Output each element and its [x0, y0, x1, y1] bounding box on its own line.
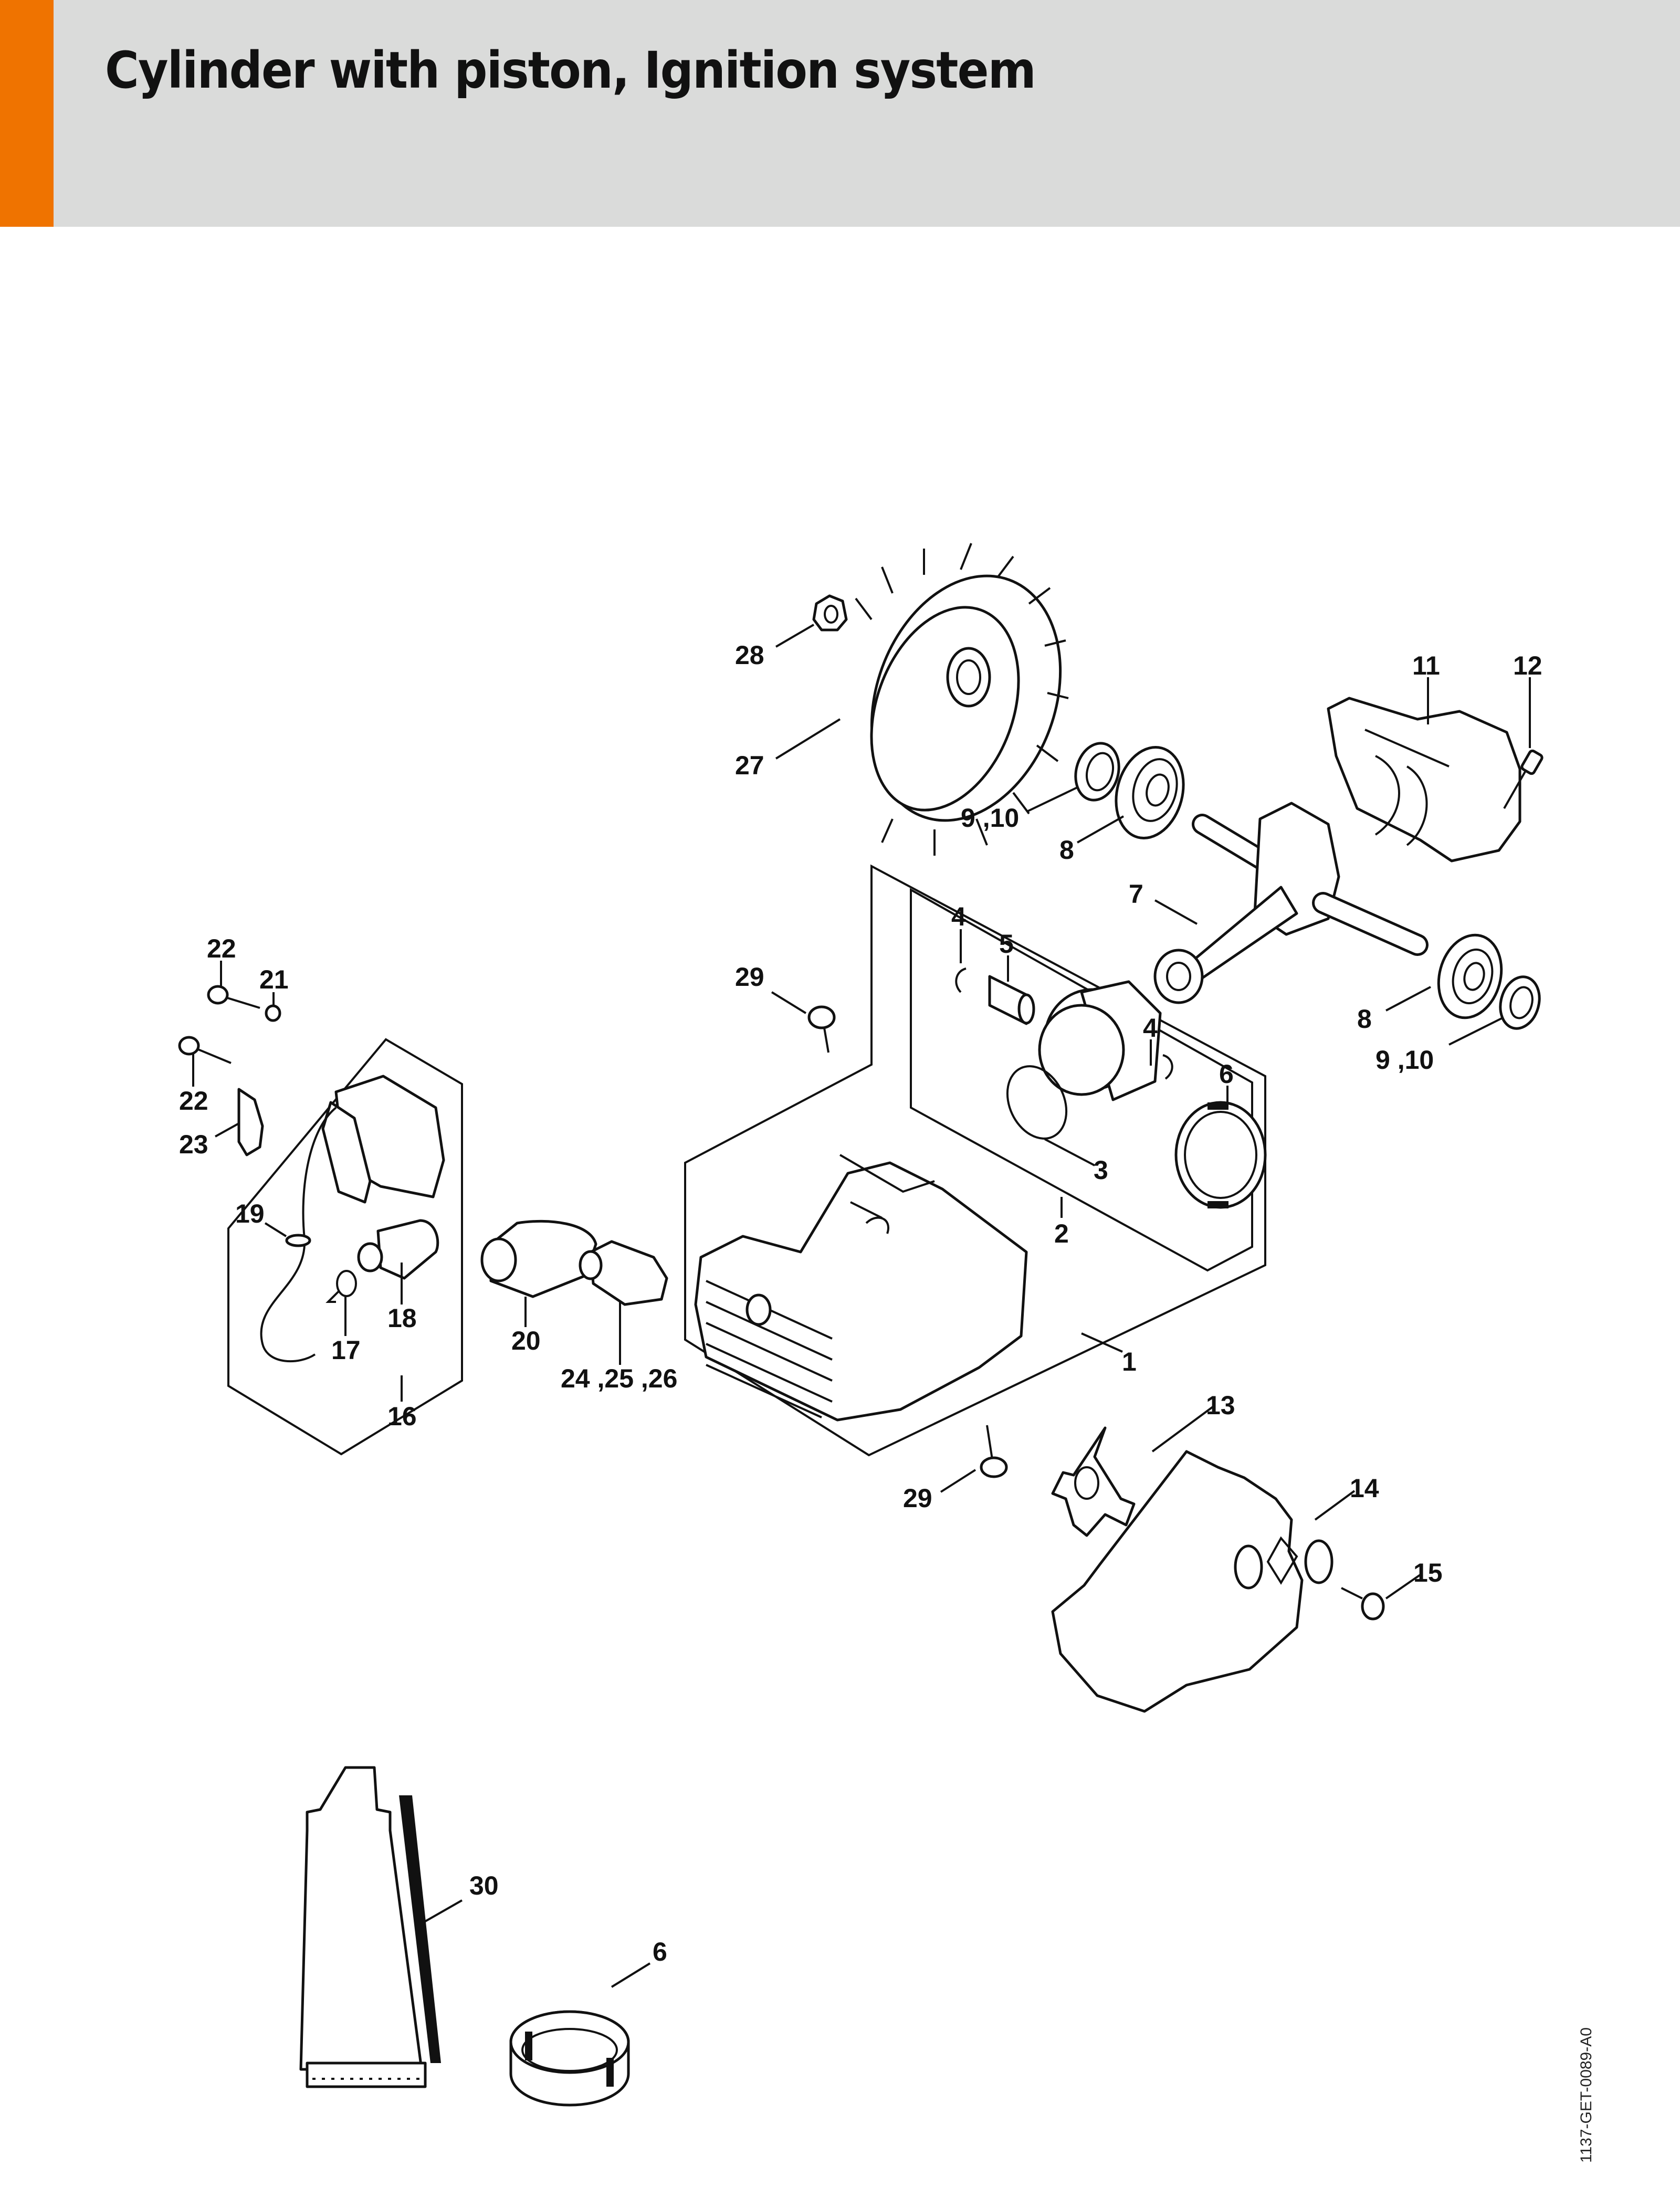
page-title: Cylinder with piston, Ignition system [105, 41, 1036, 100]
assembly-sleeve-part-bottom[interactable] [509, 2010, 630, 2107]
piston-part[interactable] [1038, 980, 1162, 1101]
spark-plug-part[interactable] [579, 1240, 668, 1306]
grease-tube-part[interactable] [299, 1766, 441, 2088]
washer-part-21[interactable] [265, 1004, 281, 1022]
accent-bar [0, 0, 54, 227]
grommet-part-19[interactable] [285, 1234, 311, 1247]
callout-14[interactable]: 14 [1350, 1474, 1379, 1503]
gasket-part[interactable] [1051, 1426, 1136, 1537]
callout-22-top[interactable]: 22 [207, 934, 236, 963]
callout-4-right[interactable]: 4 [1143, 1013, 1158, 1043]
callout-2[interactable]: 2 [1054, 1219, 1069, 1248]
screw-part-12[interactable] [1503, 749, 1544, 809]
ignition-module-part[interactable] [260, 1075, 445, 1363]
callout-15[interactable]: 15 [1413, 1558, 1443, 1587]
oil-seal-part-right[interactable] [1495, 972, 1545, 1033]
callout-17[interactable]: 17 [331, 1335, 361, 1365]
callout-7[interactable]: 7 [1129, 879, 1143, 909]
callout-18[interactable]: 18 [387, 1303, 417, 1333]
leg-spring-part[interactable] [326, 1270, 357, 1303]
callout-6-bottom[interactable]: 6 [653, 1937, 667, 1966]
cylinder-part[interactable] [694, 1154, 1028, 1422]
callout-9-10-right[interactable]: 9 ,10 [1376, 1045, 1434, 1075]
crankcase-half-part[interactable] [1327, 697, 1521, 862]
callout-29-top[interactable]: 29 [735, 962, 764, 992]
callout-3[interactable]: 3 [1094, 1155, 1108, 1185]
spark-plug-boot-part[interactable] [357, 1219, 439, 1280]
callout-21[interactable]: 21 [259, 965, 289, 994]
screw-part-29-top[interactable] [807, 1005, 836, 1053]
circlip-part-left[interactable] [955, 967, 967, 993]
callout-19[interactable]: 19 [235, 1199, 265, 1228]
callout-1[interactable]: 1 [1122, 1347, 1137, 1376]
oil-seal-part-top[interactable] [1069, 739, 1125, 805]
callout-5[interactable]: 5 [999, 929, 1014, 959]
assembly-sleeve-part-top[interactable] [1174, 1101, 1267, 1209]
callout-16[interactable]: 16 [387, 1402, 417, 1431]
callout-27[interactable]: 27 [735, 751, 764, 780]
circlip-part-right[interactable] [1162, 1054, 1173, 1080]
ball-bearing-part-right[interactable] [1430, 928, 1510, 1025]
callout-12[interactable]: 12 [1513, 651, 1542, 680]
exploded-parts-diagram: 28 27 11 12 9 ,10 8 7 4 5 29 4 6 8 9 ,10… [178, 543, 1545, 2107]
ignition-group-outline [227, 1038, 463, 1456]
piston-kit-outline [910, 888, 1253, 1272]
callout-30[interactable]: 30 [469, 1871, 499, 1900]
piston-ring-part[interactable] [996, 1057, 1077, 1148]
page-header: Cylinder with piston, Ignition system [0, 0, 1680, 227]
screw-part-22-top[interactable] [207, 985, 260, 1009]
callout-28[interactable]: 28 [735, 640, 764, 670]
callout-13[interactable]: 13 [1206, 1391, 1235, 1420]
nut-part[interactable] [812, 594, 848, 632]
callout-8-right[interactable]: 8 [1357, 1004, 1372, 1034]
piston-pin-part[interactable] [988, 975, 1035, 1025]
callout-23[interactable]: 23 [179, 1130, 208, 1159]
callout-24-25-26[interactable]: 24 ,25 ,26 [561, 1364, 677, 1393]
leader-lines [192, 624, 1531, 1988]
drawing-code: 1137-GET-0089-A0 [1578, 2027, 1595, 2163]
screw-part-22-bottom[interactable] [178, 1036, 232, 1064]
callout-6-top[interactable]: 6 [1219, 1059, 1234, 1089]
callout-29-bottom[interactable]: 29 [903, 1484, 932, 1513]
wire-clip-part-23[interactable] [237, 1088, 264, 1156]
flywheel-part[interactable] [839, 543, 1093, 856]
screw-part-15[interactable] [1341, 1587, 1385, 1621]
callout-20[interactable]: 20 [511, 1326, 541, 1355]
screw-part-29-bottom[interactable] [980, 1425, 1008, 1478]
callout-22-bottom[interactable]: 22 [179, 1086, 208, 1116]
muffler-part[interactable] [1051, 1450, 1334, 1713]
callout-8-top[interactable]: 8 [1059, 835, 1074, 865]
ball-bearing-part-top[interactable] [1106, 740, 1193, 846]
terminal-cover-part-20[interactable] [480, 1219, 597, 1298]
callout-4-left[interactable]: 4 [951, 902, 966, 931]
crankshaft-part[interactable] [1153, 802, 1429, 1004]
callout-11[interactable]: 11 [1412, 651, 1440, 680]
callout-9-10-top[interactable]: 9 ,10 [961, 803, 1019, 833]
